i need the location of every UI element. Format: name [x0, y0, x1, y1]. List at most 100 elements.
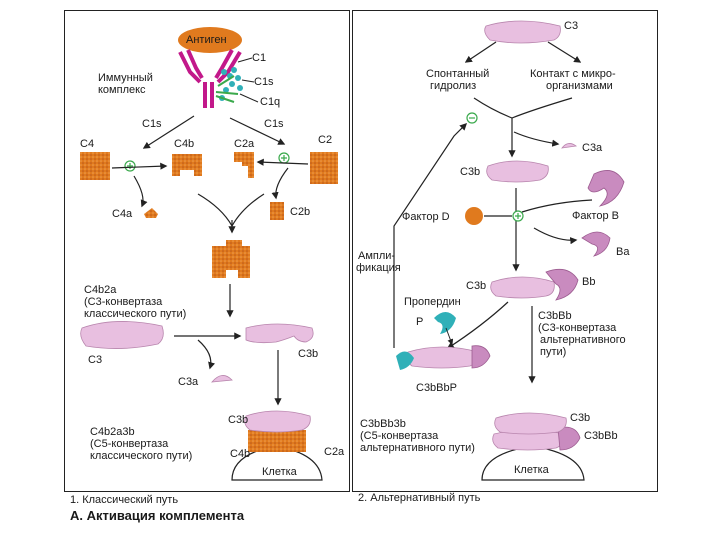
- label-c3bbb3b: C3bBb3b: [360, 418, 406, 430]
- arrow-p: [445, 327, 454, 346]
- c4-shape: [80, 152, 110, 180]
- label-ba: Ba: [616, 246, 630, 258]
- label-spont-1: Спонтанный: [426, 68, 490, 80]
- label-c3b-2: C3b: [466, 280, 487, 292]
- caption-classic: 1. Классический путь: [70, 494, 179, 506]
- factor-d-shape: [465, 207, 483, 225]
- merge-paths: [473, 97, 573, 119]
- label-c4a: C4a: [112, 208, 133, 220]
- label-immune-complex-2: комплекс: [98, 84, 146, 96]
- arrow-c2-c2b: [271, 167, 289, 200]
- label-c2b: C2b: [290, 206, 311, 218]
- arrow-c4-c4a: [133, 175, 148, 208]
- arrow-to-c4b2a: [197, 193, 265, 228]
- label-immune-complex-1: Иммунный: [98, 72, 153, 84]
- label-c3bbb-cell: C3bBb: [584, 430, 618, 442]
- label-c3a-right: C3a: [582, 142, 603, 154]
- left-panel-frame: [64, 10, 350, 492]
- label-spont-2: гидролиз: [430, 80, 477, 92]
- label-c4b2a: C4b2a: [84, 284, 117, 296]
- label-antigen: Антиген: [186, 34, 227, 46]
- label-c3-conv-2: классического пути): [84, 308, 187, 320]
- label-contact-1: Контакт с микро-: [530, 68, 616, 80]
- c3bbb-shape: [490, 276, 555, 299]
- label-properdin: Пропердин: [404, 296, 461, 308]
- label-c5-conv-2: классического пути): [90, 450, 193, 462]
- label-ampl-1: Ампли-: [358, 250, 396, 262]
- c3a-left-shape: [211, 375, 233, 383]
- arrow-c3-spont: [464, 41, 497, 63]
- antigen-shape: [178, 27, 242, 53]
- right-panel-frame: [352, 10, 658, 492]
- label-c3bbb: C3bBb: [538, 310, 572, 322]
- c3b-left-shape: [245, 323, 314, 344]
- c3b-right-shape: [486, 160, 549, 183]
- arrow-c1s-c2: [229, 117, 286, 145]
- caption-alternative: 2. Альтернативный путь: [358, 492, 481, 504]
- label-c5-conv-alt-2: альтернативного пути): [360, 442, 475, 454]
- label-c4: C4: [80, 138, 95, 150]
- label-c3-conv-alt-2: альтернативного: [540, 334, 626, 346]
- label-c3b: C3b: [298, 348, 319, 360]
- c3-left-shape: [80, 321, 164, 349]
- label-c3-conv-alt-3: пути): [540, 346, 567, 358]
- label-p: P: [416, 316, 424, 328]
- figure-title: А. Активация комплемента: [70, 508, 245, 523]
- label-cell-right: Клетка: [514, 464, 549, 476]
- label-ampl-2: фикация: [356, 262, 401, 274]
- label-c3-conv-alt-1: (C3-конвертаза: [538, 322, 617, 334]
- label-c4b: C4b: [174, 138, 195, 150]
- antibody-icon: [178, 49, 242, 108]
- arrow-c1s-c4: [142, 115, 195, 149]
- c4b2a-shape: [212, 240, 250, 278]
- arrow-c2-c2a: [256, 158, 309, 166]
- c4a-shape: [144, 208, 158, 218]
- label-c2a: C2a: [234, 138, 255, 150]
- properdin-shape: [434, 312, 456, 334]
- label-factor-b: Фактор B: [572, 210, 619, 222]
- label-c1q: C1q: [260, 96, 281, 108]
- label-c4b2a3b: C4b2a3b: [90, 426, 135, 438]
- c3bbbp-bb-shape: [471, 345, 491, 369]
- c3bbbp-shape: [406, 346, 479, 369]
- label-c3b-cell-right: C3b: [570, 412, 591, 424]
- label-cell-left: Клетка: [262, 466, 297, 478]
- label-c3-conv-1: (C3-конвертаза: [84, 296, 163, 308]
- c3b-cell-shape: [244, 410, 311, 433]
- arrow-to-c3a: [513, 131, 560, 147]
- c3bbbp-p-shape: [396, 351, 414, 370]
- label-c3b-right: C3b: [460, 166, 481, 178]
- label-c2: C2: [318, 134, 333, 146]
- c2a-shape: [234, 152, 254, 178]
- label-c3a: C3a: [178, 376, 199, 388]
- label-c3b-cell: C3b: [228, 414, 249, 426]
- c4b-shape: [172, 154, 202, 176]
- amplification-loop: [393, 122, 468, 348]
- arrow-factor-b: [521, 199, 593, 213]
- label-c1s-b: C1s: [142, 118, 162, 130]
- label-c3bbbp: C3bBbP: [416, 382, 457, 394]
- c1-stalks-icon: [215, 75, 239, 103]
- ba-shape: [581, 231, 611, 257]
- label-bb: Bb: [582, 276, 596, 288]
- label-c5-conv-alt-1: (C5-конвертаза: [360, 430, 439, 442]
- factor-b-shape: [587, 170, 625, 207]
- c3b-cell-right-shape: [494, 412, 567, 435]
- label-factor-d: Фактор D: [402, 211, 450, 223]
- bb-cell-shape: [557, 426, 581, 451]
- c3-top-shape: [484, 20, 561, 44]
- label-c1: C1: [252, 52, 267, 64]
- label-c4b-cell: C4b: [230, 448, 251, 460]
- c2-shape: [310, 152, 338, 184]
- label-c3: C3: [88, 354, 103, 366]
- arrow-to-c3bbbp: [446, 301, 509, 349]
- label-contact-2: организмами: [546, 80, 613, 92]
- label-c2a-cell: C2a: [324, 446, 345, 458]
- diagram-art: [80, 20, 625, 481]
- arrow-to-ba: [533, 227, 578, 245]
- label-c5-conv-1: (C5-конвертаза: [90, 438, 169, 450]
- c2b-shape: [270, 202, 284, 220]
- arrow-c4-c4b: [111, 162, 168, 170]
- arrow-c3-contact: [547, 41, 582, 63]
- arrow-c3-c3a: [197, 339, 216, 370]
